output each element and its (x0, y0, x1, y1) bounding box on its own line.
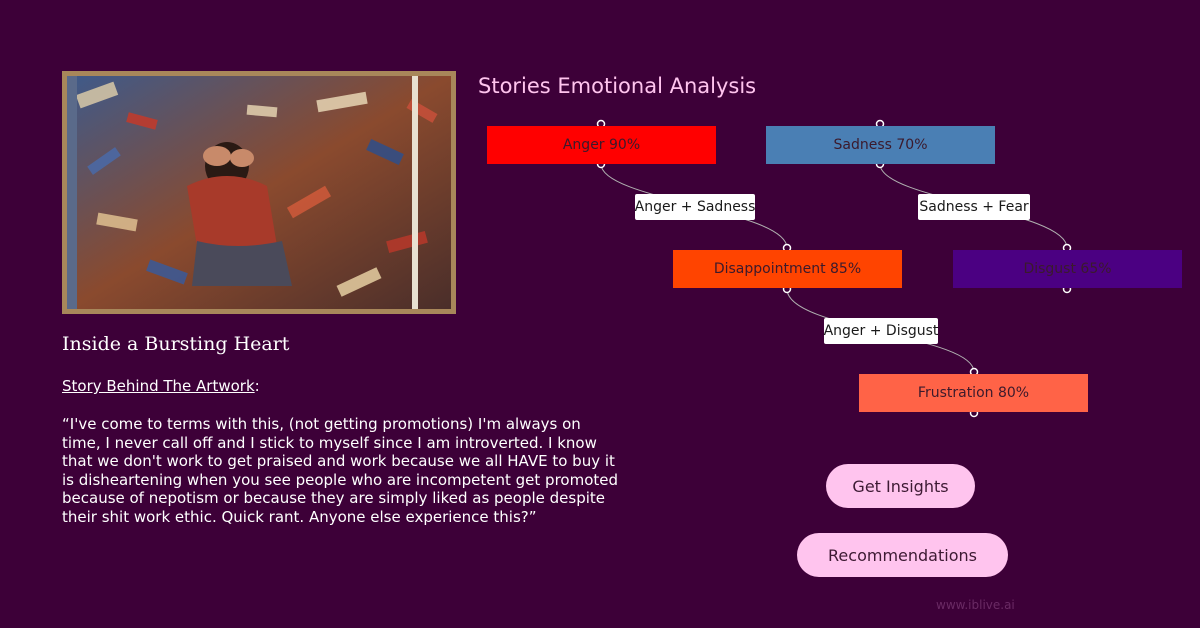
story-label-colon: : (254, 377, 260, 395)
story-label-link: Story Behind The Artwork (62, 377, 255, 395)
get-insights-button[interactable]: Get Insights (826, 464, 975, 508)
artwork-image (62, 71, 456, 314)
story-text: “I've come to terms with this, (not gett… (62, 415, 619, 526)
analysis-title: Stories Emotional Analysis (478, 74, 757, 98)
node-disgust[interactable]: Disgust 65% (953, 250, 1182, 288)
edge-label-anger-sadness: Anger + Sadness (635, 194, 755, 220)
edge-label-sadness-fear: Sadness + Fear (918, 194, 1030, 220)
node-sadness[interactable]: Sadness 70% (766, 126, 995, 164)
edge-label-anger-disgust: Anger + Disgust (824, 318, 938, 344)
node-disappointment[interactable]: Disappointment 85% (673, 250, 902, 288)
recommendations-button[interactable]: Recommendations (797, 533, 1008, 577)
artwork-title: Inside a Bursting Heart (62, 333, 290, 355)
watermark: www.iblive.ai (936, 598, 1015, 612)
node-frustration[interactable]: Frustration 80% (859, 374, 1088, 412)
story-label: Story Behind The Artwork: (62, 377, 260, 395)
node-anger[interactable]: Anger 90% (487, 126, 716, 164)
